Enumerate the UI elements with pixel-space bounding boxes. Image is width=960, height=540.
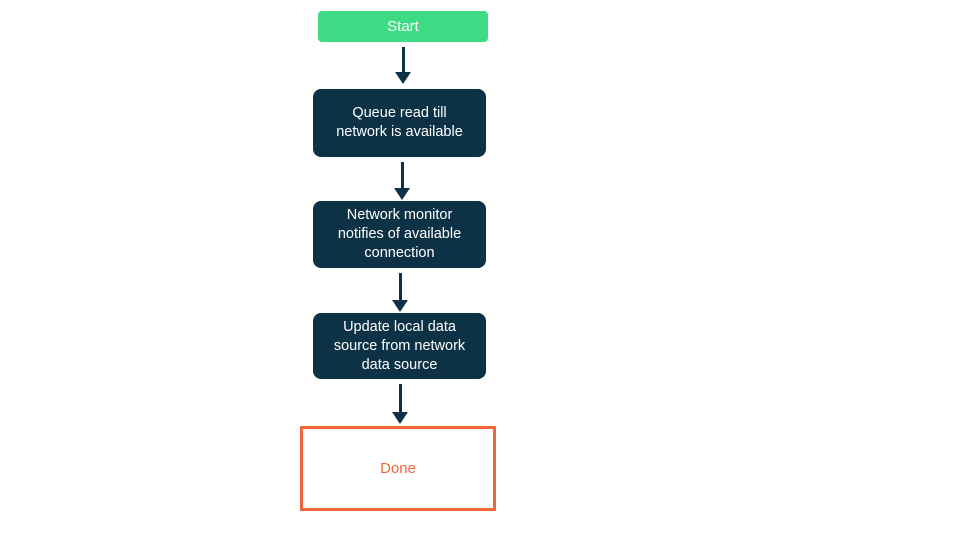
arrow-head <box>395 72 411 84</box>
arrow-stem <box>398 273 402 300</box>
connector-arrow-down-icon <box>391 384 409 424</box>
node-label: Queue read till network is available <box>336 105 463 140</box>
node-label: Done <box>380 460 416 477</box>
flowchart-node-queue-read: Queue read till network is available <box>313 89 486 157</box>
arrow-stem <box>401 47 405 72</box>
flowchart-node-done: Done <box>300 426 496 511</box>
flowchart-node-network-monitor: Network monitor notifies of available co… <box>313 201 486 268</box>
node-label: Network monitor notifies of available co… <box>337 207 462 261</box>
arrow-head <box>392 412 408 424</box>
node-label: Update local data source from network da… <box>333 318 466 373</box>
node-label: Start <box>387 18 419 35</box>
connector-arrow-down-icon <box>391 273 409 312</box>
flowchart-node-start: Start <box>318 11 488 42</box>
connector-arrow-down-icon <box>394 47 412 84</box>
arrow-stem <box>400 162 404 188</box>
arrow-stem <box>398 384 402 412</box>
connector-arrow-down-icon <box>393 162 411 200</box>
arrow-head <box>392 300 408 312</box>
arrow-head <box>394 188 410 200</box>
flowchart-node-update-local-data: Update local data source from network da… <box>313 313 486 379</box>
